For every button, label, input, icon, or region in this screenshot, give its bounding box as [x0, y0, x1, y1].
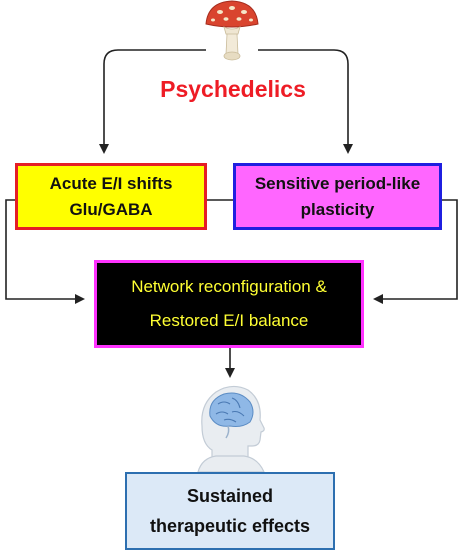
mushroom-icon	[205, 0, 259, 61]
sustained-line-1: Sustained	[186, 486, 274, 506]
sustained-effects-box: Sustained therapeutic effects	[125, 472, 335, 550]
plasticity-box: Sensitive period-like plasticity	[233, 163, 442, 230]
arrow-mushroom-to-acute	[99, 49, 206, 154]
network-reconfiguration-box: Network reconfiguration & Restored E/I b…	[94, 260, 364, 348]
plasticity-line-2: plasticity	[300, 199, 375, 219]
psychedelics-title: Psychedelics	[160, 76, 306, 102]
acute-ei-shifts-box: Acute E/I shifts Glu/GABA	[15, 163, 207, 230]
network-line-1: Network reconfiguration &	[131, 277, 327, 296]
network-line-2: Restored E/I balance	[149, 311, 309, 330]
arrow-acute-to-network	[5, 199, 85, 304]
acute-line-1: Acute E/I shifts	[49, 173, 173, 193]
sustained-line-2: therapeutic effects	[149, 516, 311, 536]
human-head-brain-icon	[197, 385, 265, 472]
arrow-mushroom-to-plasticity	[258, 49, 353, 154]
acute-line-2: Glu/GABA	[69, 199, 153, 219]
plasticity-line-1: Sensitive period-like	[254, 173, 421, 193]
arrow-plasticity-to-network	[373, 199, 458, 304]
